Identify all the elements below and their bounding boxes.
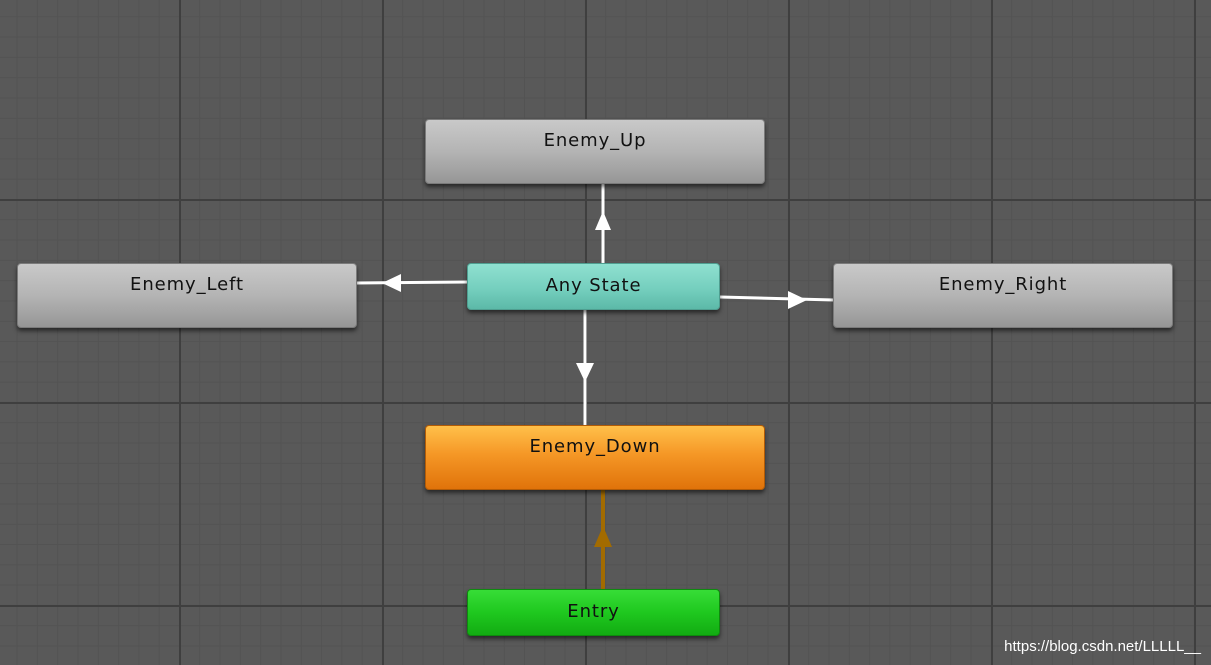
state-enemy-right[interactable]: Enemy_Right — [833, 263, 1173, 328]
state-label: Enemy_Left — [130, 274, 244, 295]
state-label: Any State — [545, 275, 642, 296]
transition-entry-to-down[interactable] — [594, 490, 612, 590]
state-label: Enemy_Up — [543, 130, 647, 151]
transition-any-to-up[interactable] — [595, 184, 611, 264]
state-label: Enemy_Right — [938, 274, 1068, 295]
state-enemy-up[interactable]: Enemy_Up — [425, 119, 765, 184]
watermark-text: https://blog.csdn.net/LLLLL__ — [1004, 638, 1201, 655]
transition-any-to-down[interactable] — [576, 310, 594, 427]
state-entry[interactable]: Entry — [467, 589, 720, 636]
state-any-state[interactable]: Any State — [467, 263, 720, 310]
state-enemy-left[interactable]: Enemy_Left — [17, 263, 357, 328]
state-label: Entry — [567, 601, 620, 622]
state-label: Enemy_Down — [529, 436, 661, 457]
state-enemy-down[interactable]: Enemy_Down — [425, 425, 765, 490]
transition-any-to-left[interactable] — [355, 274, 469, 292]
transition-any-to-right[interactable] — [719, 291, 835, 309]
